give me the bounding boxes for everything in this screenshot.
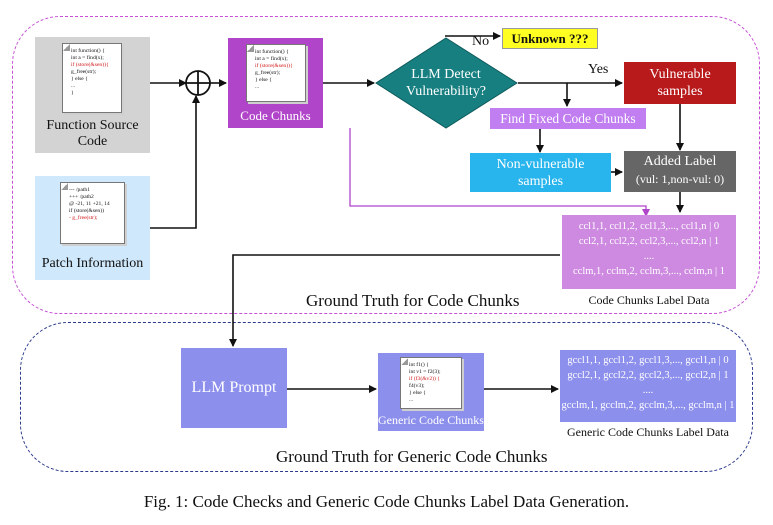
decision-label: LLM Detect Vulnerability?	[405, 67, 487, 99]
code-chunks-doc-icon: int function() { int a = find(x); if (st…	[246, 44, 306, 102]
generic-data-row: gccl2,1, gccl2,2, gccl2,3,..., gccl2,n |…	[567, 370, 729, 381]
code-chunks-node: int function() { int a = find(x); if (st…	[228, 38, 323, 128]
unknown-node: Unknown ???	[502, 28, 598, 49]
chunk-data-row: ccl1,1, ccl1,2, ccl1,3,..., ccl1,n | 0	[578, 221, 720, 232]
function-source-label: Function Source Code	[46, 118, 139, 149]
patch-doc-icon: --- /path1 +++ /path2 @ -21, 11 +21, 14 …	[60, 182, 125, 244]
added-label-node: Added Label (vul: 1,non-vul: 0)	[624, 151, 736, 192]
chunk-label-data-caption: Code Chunks Label Data	[588, 293, 710, 307]
chunk-data-row: ....	[643, 251, 655, 262]
code-chunks-label: Code Chunks	[240, 108, 311, 123]
vulnerable-node: Vulnerable samples	[624, 62, 736, 104]
chunk-label-data-node: ccl1,1, ccl1,2, ccl1,3,..., ccl1,n | 0 c…	[562, 215, 736, 289]
patch-info-label: Patch Information	[41, 256, 144, 271]
edge-data-to-prompt	[229, 254, 560, 347]
generic-label-data-node: gccl1,1, gccl1,2, gccl1,3,..., gccl1,n |…	[560, 350, 736, 422]
no-edge-label: No	[472, 34, 490, 49]
added-label-title: Added Label	[643, 154, 717, 169]
edge-chunks-to-data	[349, 128, 650, 217]
chunk-data-row: cclm,1, cclm,2, cclm,3,..., cclm,n | 1	[573, 266, 725, 277]
combine-plus-icon	[185, 70, 211, 96]
generic-label-data-caption: Generic Code Chunks Label Data	[567, 425, 729, 439]
generic-data-row: gccl1,1, gccl1,2, gccl1,3,..., gccl1,n |…	[567, 355, 729, 366]
decision-diamond	[375, 37, 518, 129]
generic-data-row: ....	[642, 385, 654, 396]
edge-patch-to-combine	[150, 95, 200, 229]
generic-code-chunks-label: Generic Code Chunks	[378, 412, 484, 427]
generic-region-label: Ground Truth for Generic Code Chunks	[276, 447, 548, 466]
generic-code-chunks-region	[20, 322, 753, 472]
chunk-data-row: ccl2,1, ccl2,2, ccl2,3,..., ccl2,n | 1	[578, 236, 720, 247]
non-vulnerable-node: Non-vulnerable samples	[470, 153, 611, 192]
code-chunks-region	[12, 16, 760, 314]
yes-edge-label: Yes	[588, 62, 609, 77]
function-source-node: int function() { int a = find(x); if (st…	[35, 37, 150, 153]
patch-info-node: --- /path1 +++ /path2 @ -21, 11 +21, 14 …	[35, 176, 150, 280]
llm-prompt-node: LLM Prompt	[181, 348, 287, 428]
added-label-sub: (vul: 1,non-vul: 0)	[635, 172, 725, 186]
generic-code-doc-icon: int f1() { int v1 = f2(3); if (f3(&v2)) …	[400, 357, 462, 409]
generic-data-row: gcclm,1, gcclm,2, gcclm,3,..., gcclm,n |…	[561, 400, 735, 411]
generic-code-chunks-node: int f1() { int v1 = f2(3); if (f3(&v2)) …	[378, 353, 484, 431]
find-fixed-node: Find Fixed Code Chunks	[490, 108, 646, 129]
figure-caption: Fig. 1: Code Checks and Generic Code Chu…	[143, 492, 630, 511]
function-source-doc-icon: int function() { int a = find(x); if (st…	[62, 43, 122, 113]
code-chunks-region-label: Ground Truth for Code Chunks	[306, 291, 520, 310]
